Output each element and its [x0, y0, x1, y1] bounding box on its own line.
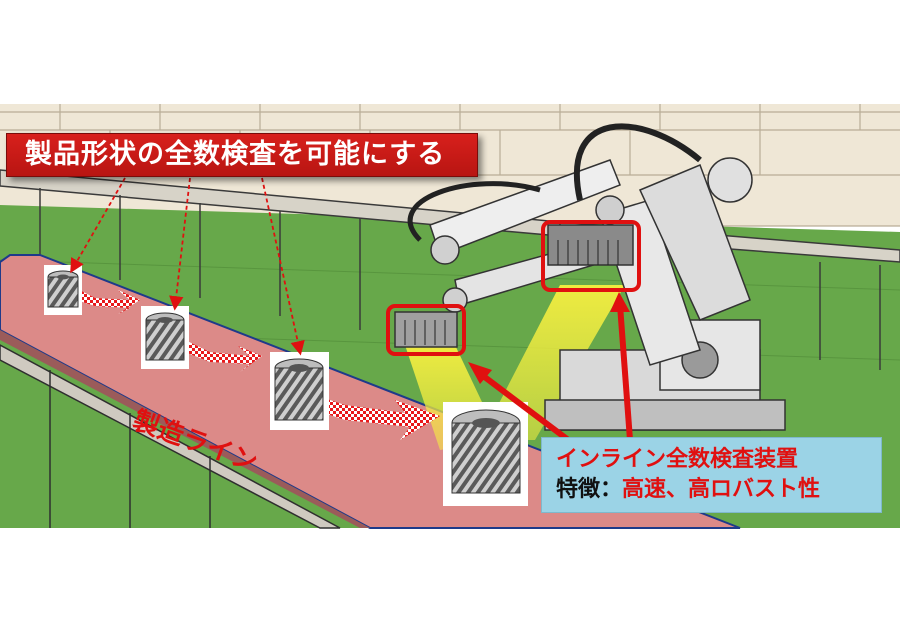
device-pointer-arrows — [468, 292, 633, 448]
gear-part-3 — [270, 352, 329, 430]
feature-value: 高速、高ロバスト性 — [622, 477, 821, 502]
robot-arm — [394, 123, 786, 431]
feature-separator: ： — [600, 477, 623, 502]
sensor-highlight-left — [386, 304, 466, 356]
gear-part-2 — [141, 306, 189, 369]
front-railing — [0, 344, 341, 529]
device-info-box: インライン全数検査装置 特徴：高速、高ロバスト性 — [541, 437, 882, 513]
device-feature: 特徴：高速、高ロバスト性 — [556, 475, 881, 505]
flow-arrows — [70, 285, 440, 440]
gear-part-1 — [44, 265, 82, 315]
sensor-highlight-right — [541, 220, 641, 292]
device-name: インライン全数検査装置 — [556, 447, 799, 472]
title-banner: 製品形状の全数検査を可能にする — [6, 133, 478, 177]
gear-part-4 — [443, 402, 528, 506]
title-leader-lines — [70, 177, 305, 356]
feature-key: 特徴 — [556, 477, 601, 502]
